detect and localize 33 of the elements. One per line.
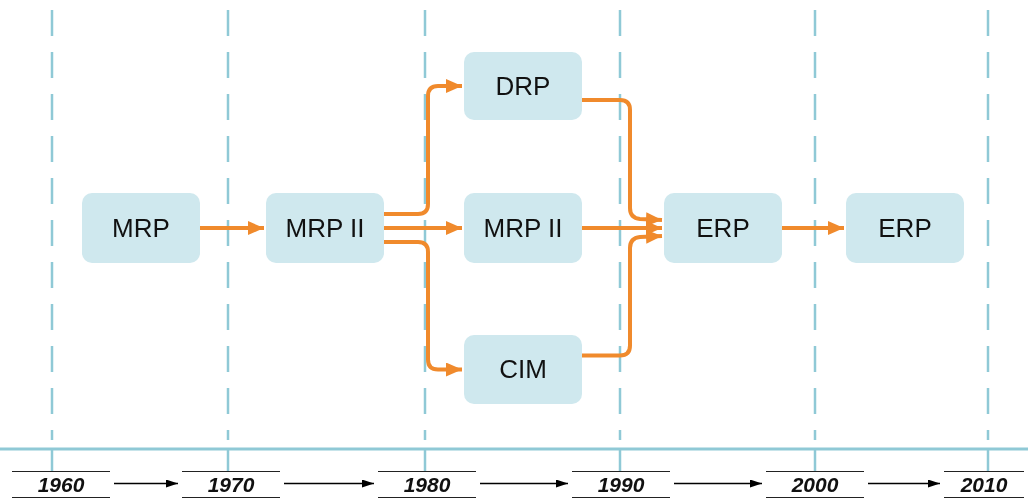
stage-label: MRP II (483, 212, 563, 244)
arrow (113, 479, 179, 488)
stage-box (464, 335, 582, 404)
arrow (582, 221, 662, 235)
arrow (384, 221, 462, 235)
arrow (867, 479, 941, 488)
arrow (384, 240, 462, 377)
stage-box (82, 193, 200, 263)
year-label: 1970 (207, 472, 255, 497)
stage-box (846, 193, 964, 263)
stage-label: ERP (696, 212, 750, 244)
year-label: 1990 (597, 472, 645, 497)
stage-label: CIM (499, 354, 547, 385)
stage-label: MRP II (285, 212, 365, 244)
stage-box (464, 193, 582, 263)
arrow (582, 229, 663, 358)
stage-label: MRP (112, 212, 170, 244)
arrow (782, 221, 844, 235)
stage-label: DRP (495, 70, 551, 102)
arrow (582, 98, 663, 227)
stage-box (464, 52, 582, 120)
stage-box (664, 193, 782, 263)
year-label: 1980 (403, 472, 451, 497)
stage-box (266, 193, 384, 263)
year-label: 2000 (791, 472, 839, 497)
arrow (200, 221, 264, 235)
arrow (479, 479, 569, 488)
arrow (384, 79, 462, 216)
arrow (673, 479, 763, 488)
stage-label: ERP (878, 212, 932, 244)
arrow (283, 479, 375, 488)
year-label: 1960 (37, 472, 85, 497)
year-label: 2010 (960, 472, 1008, 497)
